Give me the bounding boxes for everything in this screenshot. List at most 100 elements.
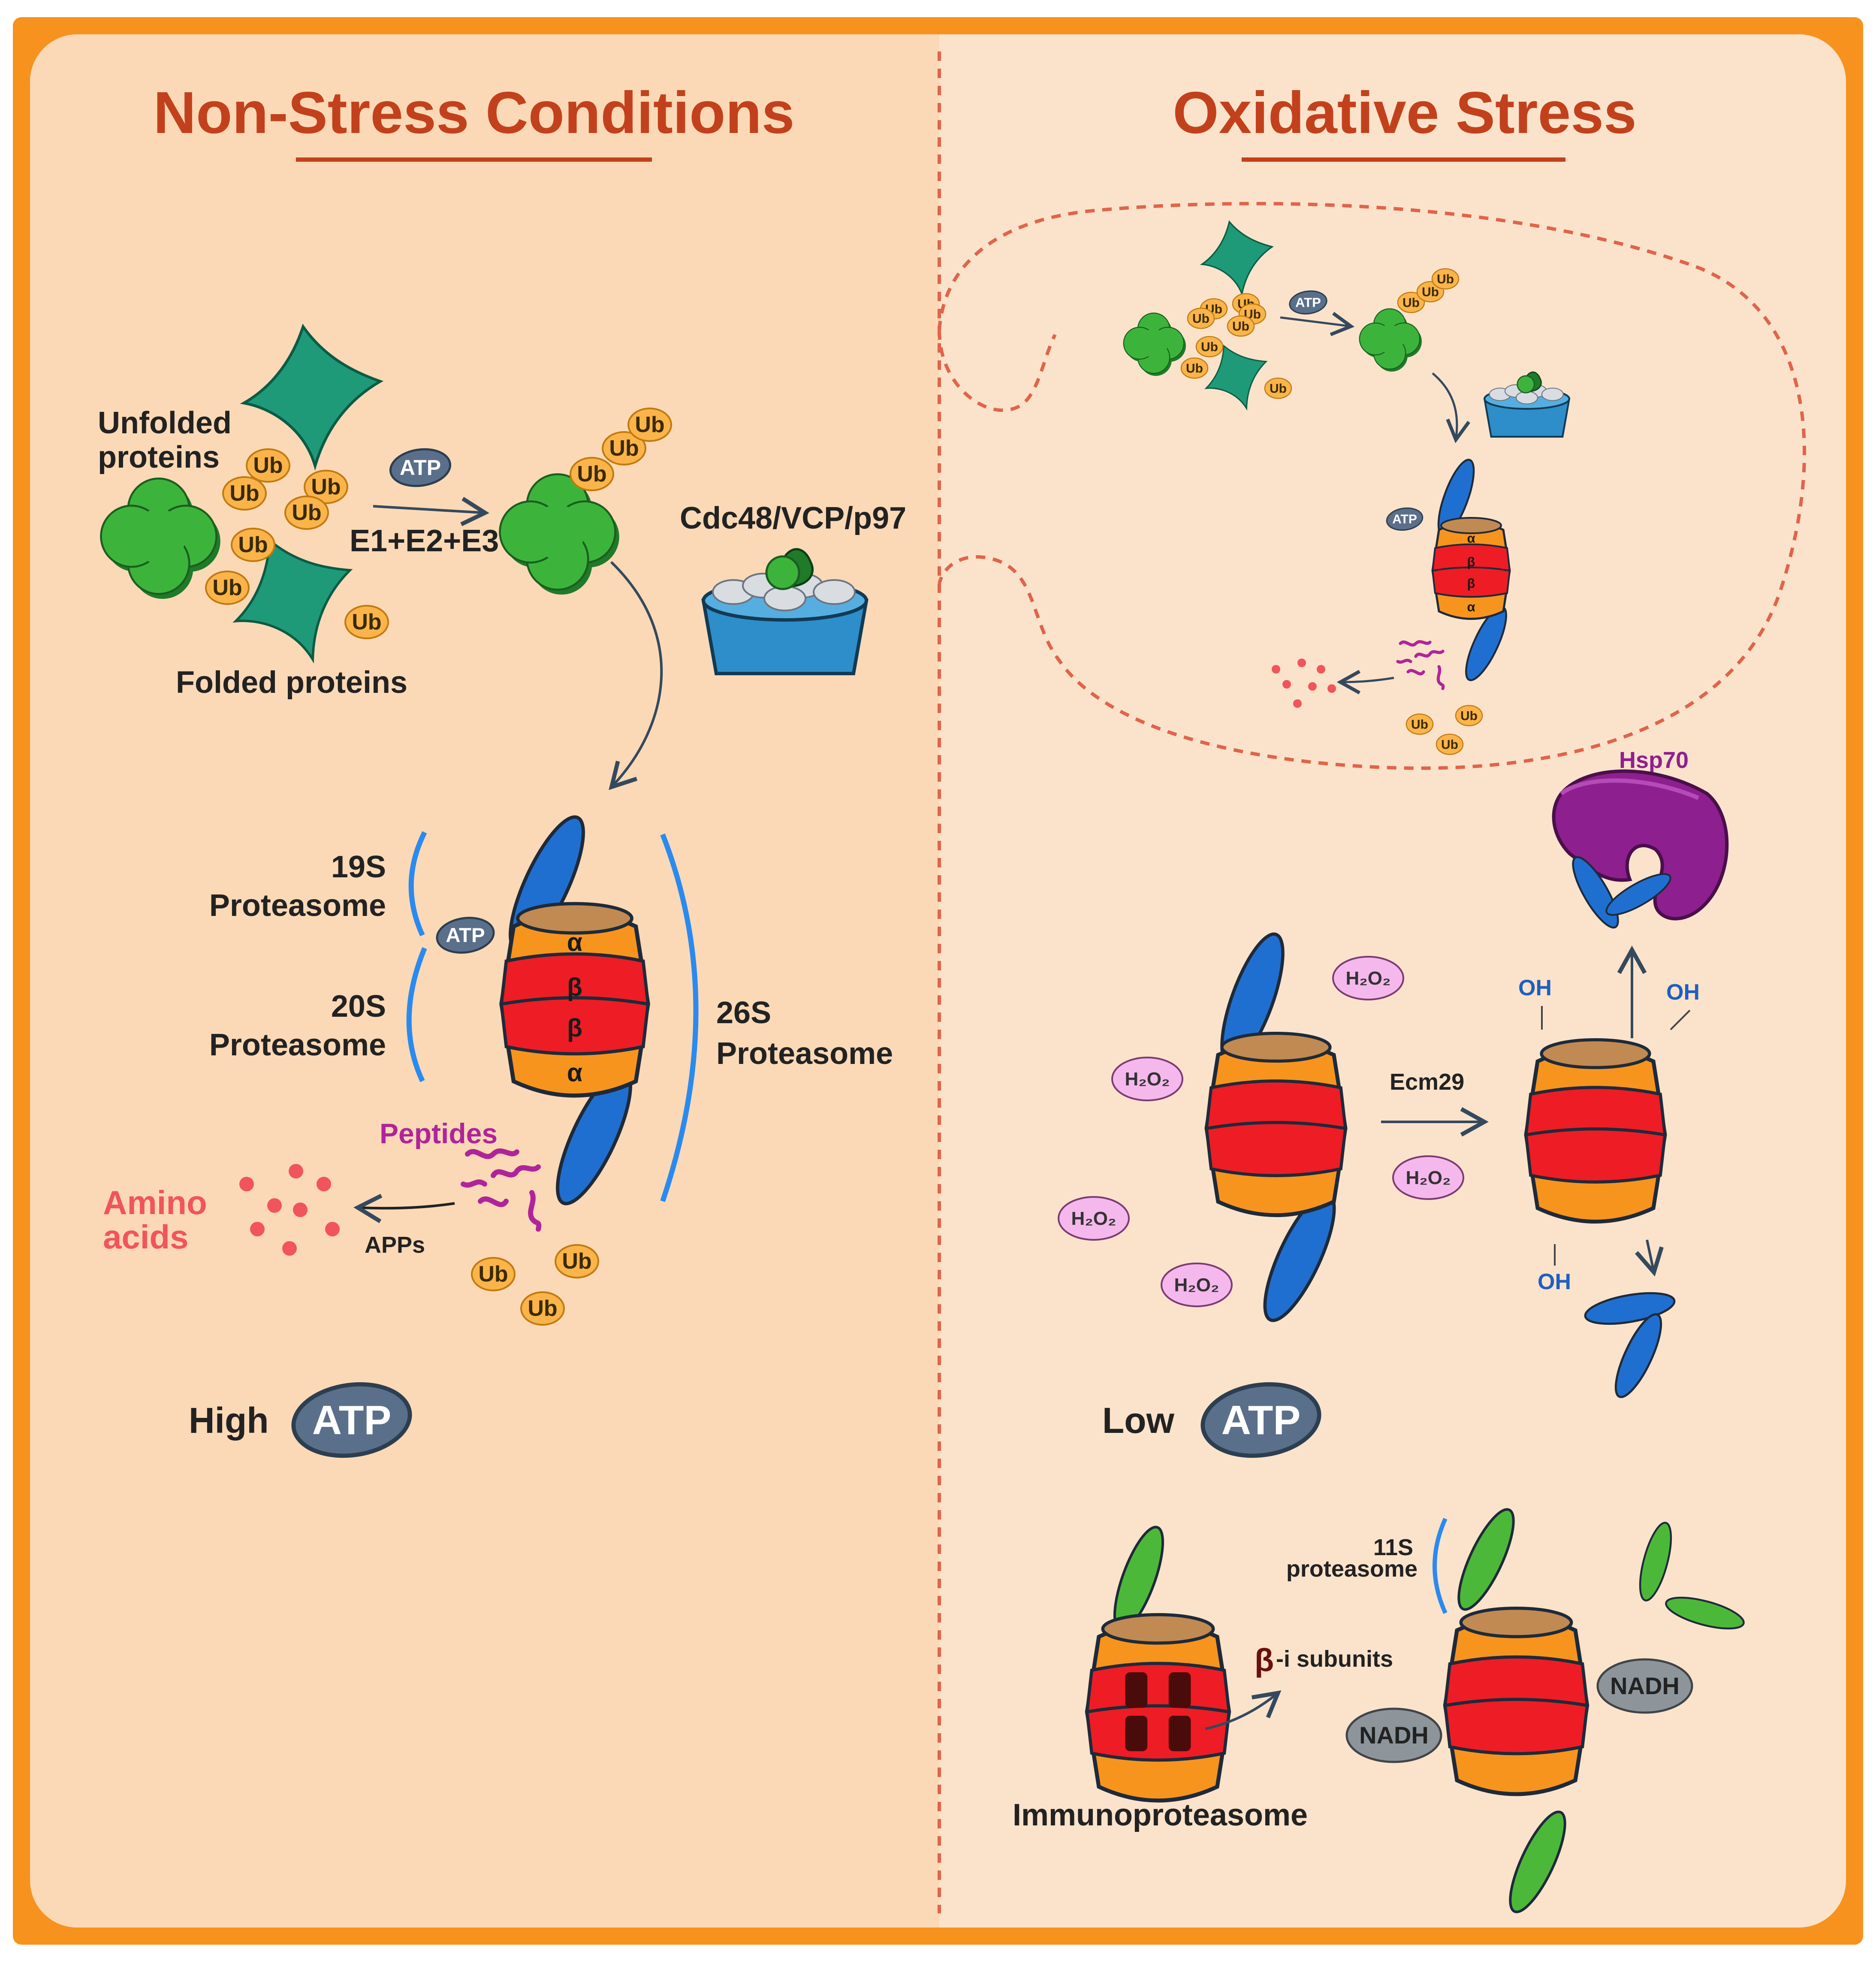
ub-tag-shape (1405, 713, 1434, 735)
h2o2-label: H₂O₂ (1174, 1275, 1219, 1296)
nadh-label: NADH (1359, 1722, 1429, 1749)
ub-tag-shape (1431, 268, 1460, 290)
amino-acid (325, 1222, 340, 1236)
atp-badge-label: ATP (1295, 295, 1321, 310)
regulatory-cap (1605, 873, 1671, 916)
unfolded-proteins-label: Unfolded (98, 406, 232, 440)
left-title: Non-Stress Conditions (153, 80, 794, 146)
hsp70-highlight (1559, 778, 1699, 800)
amino-acids-label: Amino (103, 1184, 207, 1221)
folded-protein-icon (1123, 312, 1186, 376)
proteasome-core (1204, 1031, 1348, 1217)
atp-badge-shape (1386, 507, 1424, 531)
nadh-molecule: NADH (1345, 1707, 1442, 1763)
peptide-fragments (1396, 640, 1445, 690)
peptides-label: Peptides (380, 1118, 498, 1149)
ub-tag-label: Ub (292, 500, 321, 525)
h2o2-molecule: H₂O₂ (1111, 1057, 1183, 1101)
ecm29-label: Ecm29 (1390, 1069, 1464, 1095)
peptide-strand (1406, 669, 1425, 676)
ub-tag-shape (1397, 292, 1425, 313)
ub-tag: Ub (1264, 378, 1292, 399)
atp-badge: ATP (1200, 1382, 1321, 1458)
cdc48-substrate (765, 555, 800, 590)
ubiquitination-arrow (373, 497, 489, 526)
ub-tag-shape (205, 571, 250, 605)
ub-tag-shape (246, 448, 290, 483)
ub-tag-label: Ub (562, 1249, 591, 1274)
label-11s: 11S (1373, 1535, 1413, 1560)
peptide-strand (1396, 659, 1412, 664)
ub-tag-shape (1227, 315, 1255, 337)
atp-badge-shape (291, 1382, 412, 1458)
folded-protein-icon (499, 473, 619, 595)
ub-tag: Ub (1416, 281, 1445, 302)
ub-tag: Ub (344, 605, 389, 639)
protein-core (131, 509, 186, 564)
oh-label-3: OH (1538, 1269, 1571, 1294)
low-atp-badge: ATP (1200, 1382, 1321, 1458)
beta-ring-band (500, 952, 650, 1056)
ub-tag-label: Ub (229, 481, 259, 506)
ring-divider (1207, 1121, 1345, 1130)
cdc48-subunit (763, 586, 806, 611)
ub-tag: Ub (1436, 734, 1464, 755)
bracket-26s (660, 833, 699, 1202)
hsp70-label: Hsp70 (1619, 747, 1689, 773)
high-atp-badge: ATP (291, 1382, 412, 1458)
atp-badge: ATP (436, 917, 495, 954)
h2o2-shape (1161, 1263, 1233, 1307)
nadh-molecule: NADH (1596, 1658, 1693, 1714)
peptide-strand (465, 1148, 519, 1159)
nadh-label: NADH (1610, 1672, 1680, 1699)
ub-tag-shape (627, 408, 672, 442)
beta-ring-band (1524, 1086, 1667, 1184)
nadh-shape (1596, 1658, 1693, 1714)
amino-acid (1272, 665, 1280, 674)
ub-tag-shape (1455, 705, 1483, 726)
ub-tag: Ub (1195, 336, 1224, 357)
ub-tag: Ub (520, 1291, 565, 1326)
protein-core (1375, 325, 1404, 353)
beta-i-arrow (1205, 1690, 1282, 1730)
ub-tag-shape (284, 496, 329, 530)
peptide-fragments (461, 1148, 542, 1232)
ub-tag: Ub (231, 528, 275, 562)
cdc48-subunit (813, 579, 856, 605)
h2o2-shape (1058, 1196, 1130, 1241)
ub-tag-shape (520, 1291, 565, 1326)
ring-divider (1445, 1698, 1587, 1707)
ub-tag-label: Ub (609, 436, 639, 461)
low-label: Low (1102, 1400, 1175, 1441)
peptide-strand (1414, 650, 1445, 658)
subunit-label: α (1467, 531, 1475, 546)
ub-tag-label: Ub (1441, 738, 1458, 752)
ub-tag: Ub (1405, 713, 1434, 735)
regulatory-cap (1614, 1313, 1662, 1398)
ub-tag-shape (471, 1257, 516, 1291)
ub-tag-label: Ub (311, 474, 341, 499)
ub-tag-shape (1264, 378, 1292, 399)
h2o2-shape (1332, 956, 1404, 1000)
beta-i-subunit (1125, 1716, 1148, 1751)
ub-tag: Ub (471, 1257, 516, 1291)
cdc48-substrate (1517, 375, 1535, 393)
immunoproteasome-label: Immunoproteasome (1013, 1798, 1308, 1832)
folded-proteins-label: Folded proteins (176, 665, 407, 700)
ub-tag-label: Ub (253, 453, 283, 478)
atp-badge-label: ATP (1222, 1397, 1301, 1443)
subunit-label: α (567, 929, 582, 957)
stress-aa-arrow (1336, 670, 1394, 695)
atp-badge-label: ATP (1392, 512, 1417, 526)
peptide-strand (528, 1190, 542, 1232)
h2o2-label: H₂O₂ (1125, 1069, 1170, 1090)
cap-lobe (1509, 1810, 1566, 1913)
ub-tag-label: Ub (1232, 320, 1249, 334)
amino-acid (1297, 659, 1306, 667)
cap-lobe (1605, 873, 1671, 916)
regulatory-cap (1639, 1522, 1672, 1601)
ub-tag-label: Ub (1201, 340, 1218, 354)
regulatory-cap (1665, 1596, 1745, 1630)
ring-divider (502, 996, 648, 1006)
